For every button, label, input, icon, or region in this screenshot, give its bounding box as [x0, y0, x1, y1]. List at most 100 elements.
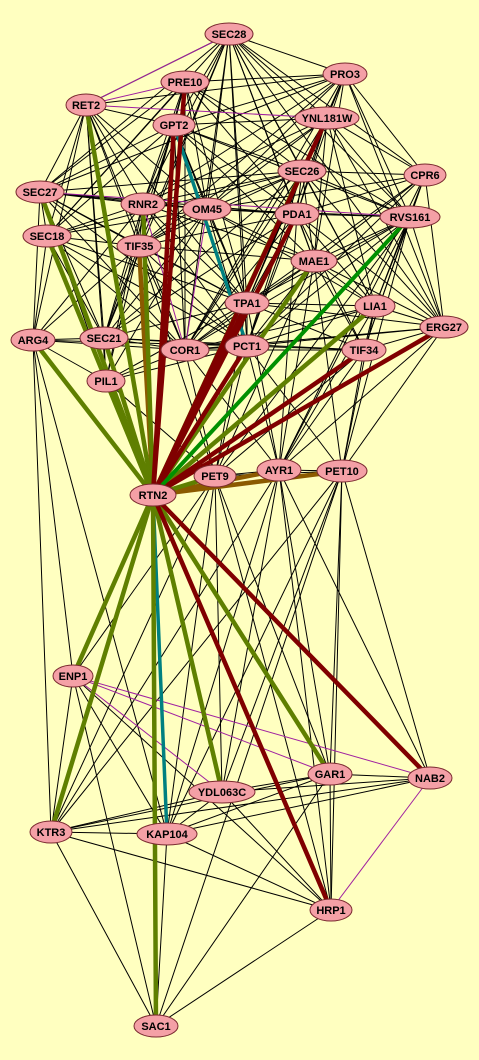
node-ellipse[interactable] — [290, 249, 338, 273]
node-sec26[interactable]: SEC26 — [277, 159, 327, 183]
node-nab2[interactable]: NAB2 — [407, 766, 453, 790]
node-ellipse[interactable] — [419, 315, 469, 339]
node-lia1[interactable]: LIA1 — [354, 294, 396, 318]
node-ret2[interactable]: RET2 — [65, 93, 107, 117]
node-pro3[interactable]: PRO3 — [322, 62, 368, 86]
node-tif35[interactable]: TIF35 — [116, 234, 162, 258]
node-cpr6[interactable]: CPR6 — [403, 163, 447, 187]
node-ellipse[interactable] — [120, 192, 166, 216]
node-pet10[interactable]: PET10 — [316, 459, 368, 483]
node-rnr2[interactable]: RNR2 — [120, 192, 166, 216]
node-ellipse[interactable] — [22, 224, 72, 248]
node-ellipse[interactable] — [86, 369, 126, 393]
node-label: RET2 — [72, 100, 100, 112]
edge-rtn2-tif34 — [150, 347, 367, 498]
node-ellipse[interactable] — [309, 898, 353, 922]
node-ellipse[interactable] — [341, 338, 387, 362]
node-sec21[interactable]: SEC21 — [79, 326, 129, 350]
node-ellipse[interactable] — [188, 780, 256, 804]
edge-ret2-ynl181w — [85, 104, 328, 119]
node-ellipse[interactable] — [182, 197, 232, 221]
node-ellipse[interactable] — [274, 202, 320, 226]
edge-sec28-sec27 — [39, 33, 230, 193]
node-sec28[interactable]: SEC28 — [204, 22, 254, 46]
node-gar1[interactable]: GAR1 — [307, 762, 353, 786]
edge-pet9-enp1 — [72, 475, 216, 677]
node-mae1[interactable]: MAE1 — [290, 249, 338, 273]
edge-rtn2-gar1 — [150, 492, 333, 777]
node-cor1[interactable]: COR1 — [160, 338, 210, 362]
node-pre10[interactable]: PRE10 — [160, 70, 210, 94]
edge-cpr6-erg27 — [424, 174, 445, 328]
node-pet9[interactable]: PET9 — [193, 464, 237, 488]
node-ydl063c[interactable]: YDL063C — [188, 780, 256, 804]
node-ellipse[interactable] — [322, 62, 368, 86]
node-ellipse[interactable] — [407, 766, 453, 790]
edge-rtn2-ret2 — [83, 102, 156, 498]
edge-ret2-om45 — [85, 104, 208, 210]
node-label: SEC21 — [87, 333, 122, 345]
node-ellipse[interactable] — [79, 326, 129, 350]
node-ellipse[interactable] — [224, 291, 270, 315]
node-kap104[interactable]: KAP104 — [136, 822, 198, 846]
node-ynl181w[interactable]: YNL181W — [294, 106, 360, 130]
edge-pro3-erg27 — [344, 73, 445, 328]
edge-pda1-pct1 — [246, 213, 298, 347]
node-rvs161[interactable]: RVS161 — [379, 205, 441, 229]
node-sac1[interactable]: SAC1 — [133, 1014, 179, 1038]
node-ellipse[interactable] — [379, 205, 441, 229]
node-ellipse[interactable] — [65, 93, 107, 117]
node-ellipse[interactable] — [256, 458, 302, 482]
edge-cpr6-tpa1 — [246, 174, 426, 304]
node-ellipse[interactable] — [160, 70, 210, 94]
node-ellipse[interactable] — [294, 106, 360, 130]
node-om45[interactable]: OM45 — [182, 197, 232, 221]
node-rtn2[interactable]: RTN2 — [129, 483, 177, 507]
node-gpt2[interactable]: GPT2 — [152, 113, 196, 137]
node-ellipse[interactable] — [403, 163, 447, 187]
node-ayr1[interactable]: AYR1 — [256, 458, 302, 482]
node-tif34[interactable]: TIF34 — [341, 338, 387, 362]
node-ellipse[interactable] — [204, 22, 254, 46]
node-tpa1[interactable]: TPA1 — [224, 291, 270, 315]
node-sec27[interactable]: SEC27 — [15, 180, 65, 204]
edge-rtn2-ktr3 — [48, 492, 156, 835]
edge-ynl181w-rnr2 — [142, 117, 328, 205]
node-ellipse[interactable] — [160, 338, 210, 362]
node-ellipse[interactable] — [52, 664, 94, 688]
node-ellipse[interactable] — [116, 234, 162, 258]
node-ellipse[interactable] — [152, 113, 196, 137]
node-ellipse[interactable] — [29, 820, 73, 844]
node-ellipse[interactable] — [277, 159, 327, 183]
edge-rtn2-gpt2 — [150, 122, 177, 498]
node-ellipse[interactable] — [316, 459, 368, 483]
node-ellipse[interactable] — [10, 328, 56, 352]
edge-arg4-kap104 — [32, 339, 168, 835]
node-arg4[interactable]: ARG4 — [10, 328, 56, 352]
node-pct1[interactable]: PCT1 — [224, 334, 270, 358]
edge-sec27-arg4 — [32, 191, 41, 341]
node-hrp1[interactable]: HRP1 — [309, 898, 353, 922]
edge-erg27-pet10 — [341, 326, 445, 472]
edge-tif35-sec21 — [103, 245, 140, 339]
node-ellipse[interactable] — [224, 334, 270, 358]
node-label: COR1 — [170, 345, 201, 357]
node-pda1[interactable]: PDA1 — [274, 202, 320, 226]
node-ellipse[interactable] — [136, 822, 198, 846]
node-ellipse[interactable] — [307, 762, 353, 786]
node-ellipse[interactable] — [354, 294, 396, 318]
node-pil1[interactable]: PIL1 — [86, 369, 126, 393]
node-ktr3[interactable]: KTR3 — [29, 820, 73, 844]
node-erg27[interactable]: ERG27 — [419, 315, 469, 339]
node-enp1[interactable]: ENP1 — [52, 664, 94, 688]
node-ellipse[interactable] — [15, 180, 65, 204]
node-sec18[interactable]: SEC18 — [22, 224, 72, 248]
node-ellipse[interactable] — [129, 483, 177, 507]
node-ellipse[interactable] — [133, 1014, 179, 1038]
edge-rtn2-pil1 — [103, 378, 156, 498]
node-label: OM45 — [192, 204, 222, 216]
node-ellipse[interactable] — [193, 464, 237, 488]
edge-tif34-pet10 — [341, 349, 365, 472]
